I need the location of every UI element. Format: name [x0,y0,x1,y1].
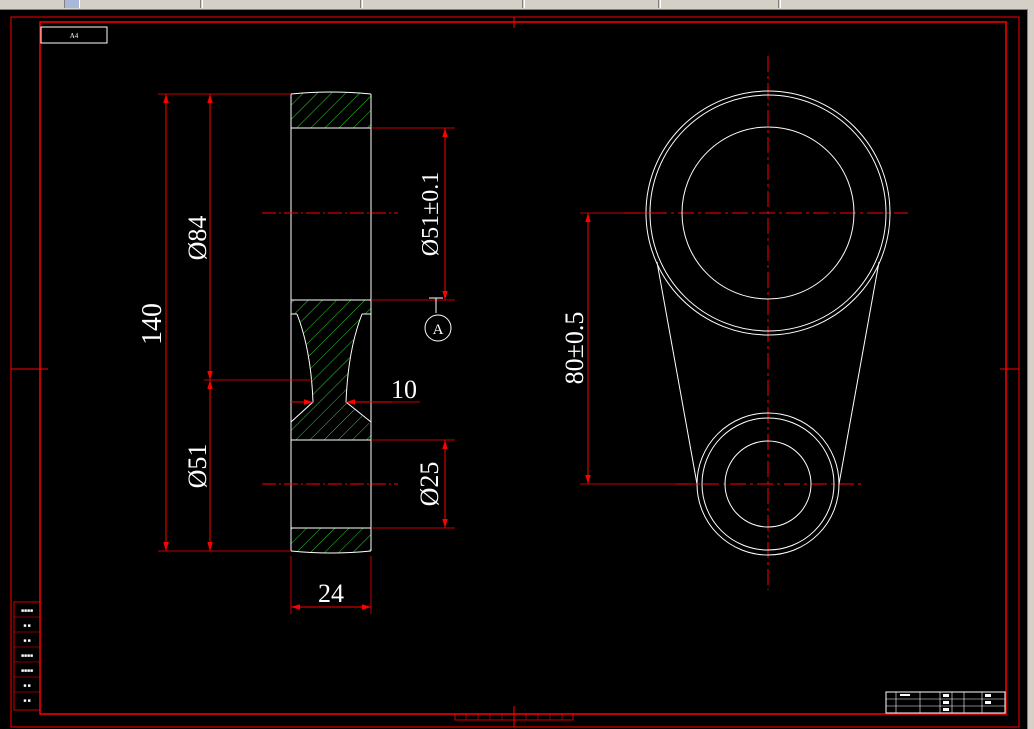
outer-border [10,16,1020,728]
section-marker-circle [424,314,452,342]
sheet-size-label-box: A4 [40,26,108,44]
sheet-size-label: A4 [70,32,79,40]
section-hatch-bottom [291,528,371,553]
toolbar-icon[interactable] [64,0,80,8]
side-strip-label: ■ ■ [23,639,30,644]
scale-ruler-ticks [465,714,563,720]
dim-text-center-distance: 80±0.5 [560,312,589,385]
large-bore [681,126,855,300]
section-view [262,91,398,554]
small-bore [724,440,812,528]
toolbar-separator [778,0,781,8]
dim-text-dia-51: Ø51 [183,444,212,489]
side-strip-label: ■■■■ [21,669,33,674]
section-outline-top-arc [290,91,372,95]
side-strip-label: ■■■■ [21,609,33,614]
dim-text-width: 24 [318,579,344,608]
section-dimensions: 140 Ø84 Ø51 Ø51±0.1 Ø25 10 24 A [137,93,455,614]
scale-ruler [454,713,574,721]
application-toolbar [0,0,1034,10]
side-strip-label: ■■■■ [21,654,33,659]
section-outline-bottom-arc [290,550,372,554]
dim-text-web-thickness: 10 [391,375,417,404]
section-hatch-web [291,300,371,440]
web-tangent-right [838,261,880,485]
toolbar-separator [360,0,363,8]
section-hatch-top [291,92,371,128]
side-strip-label: ■ ■ [23,684,30,689]
inner-frame [39,21,1007,715]
side-strip-label: ■ ■ [23,624,30,629]
vertical-scrollbar[interactable] [1027,9,1034,729]
dim-text-bore-tolerance: Ø51±0.1 [418,172,444,257]
title-block [885,691,1006,714]
section-marker-label: A [433,322,444,338]
dim-text-small-bore: Ø25 [415,462,444,507]
side-title-strip: ■■■■ ■ ■ ■ ■ ■■■■ ■■■■ ■ ■ ■ ■ [13,601,41,711]
web-tangent-left [656,261,698,485]
sheet-frame [10,16,1020,728]
side-strip-label: ■ ■ [23,699,30,704]
dim-text-dia-84: Ø84 [183,216,212,261]
toolbar-separator [658,0,661,8]
small-boss-chamfer [701,417,835,551]
plan-view: 80±0.5 [560,56,908,590]
dim-text-overall-height: 140 [137,303,168,345]
toolbar-separator [200,0,203,8]
toolbar-separator [522,0,525,8]
